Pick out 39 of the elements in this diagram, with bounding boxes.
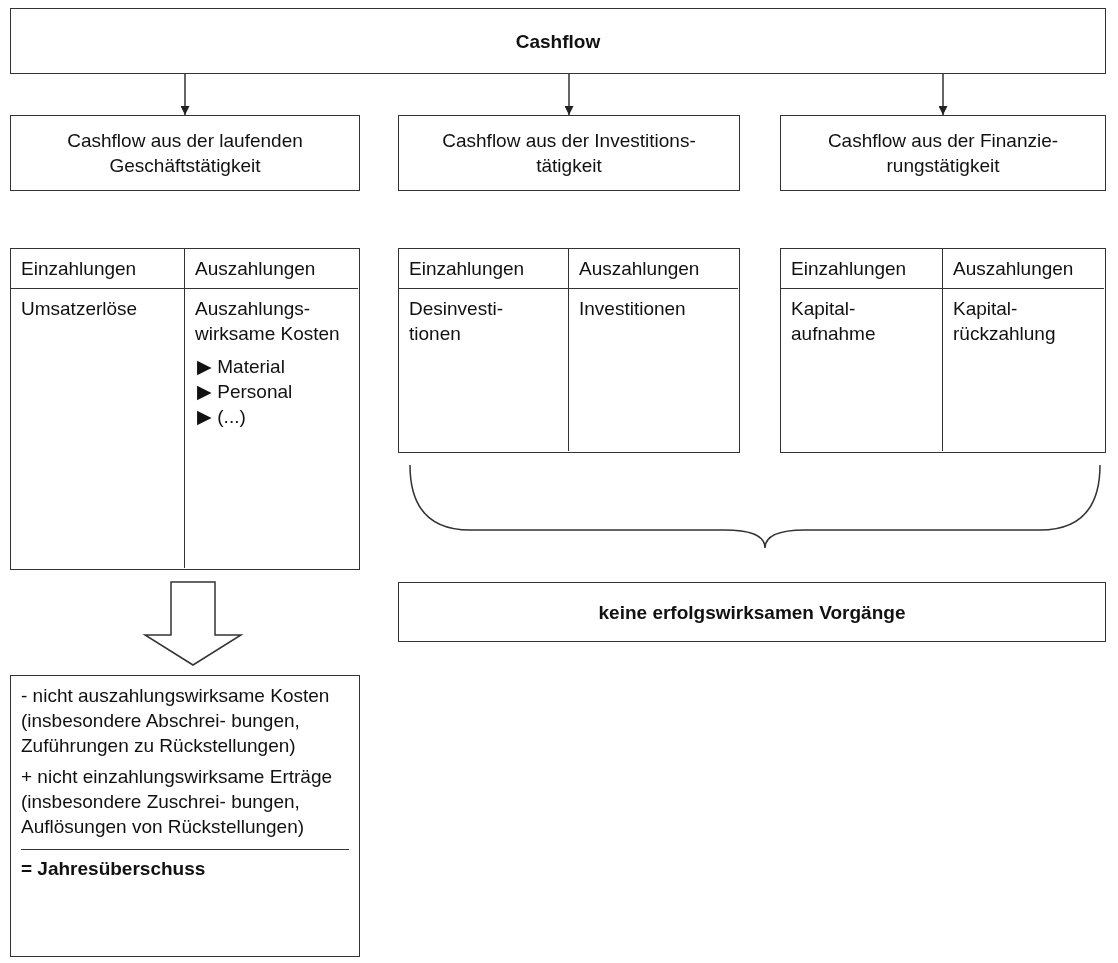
box-label: keine erfolgswirksamen Vorgänge <box>598 600 906 625</box>
category-box <box>780 115 1106 191</box>
box-label: Cashflow aus der laufenden Geschäftstätigkeit <box>66 129 304 178</box>
cell-text: Investitionen <box>579 297 687 321</box>
table-header-cell <box>781 249 943 289</box>
bullet-item: ▶ Personal <box>197 380 294 404</box>
bullet-item: ▶ Material <box>197 355 286 379</box>
cell-text: Umsatzerlöse <box>21 297 139 321</box>
arrow <box>564 73 574 116</box>
cell-text: Auszahlungs- wirksame Kosten <box>195 297 341 346</box>
cell-text: Kapital- aufnahme <box>791 297 877 346</box>
table-header-cell <box>399 249 569 289</box>
cash-table <box>780 248 1106 453</box>
header-text: Einzahlungen <box>21 257 138 281</box>
cash-table <box>398 248 740 453</box>
header-text: Einzahlungen <box>791 257 908 281</box>
category-box <box>398 115 740 191</box>
category-box <box>10 115 360 191</box>
cash-table <box>10 248 360 570</box>
block-arrow <box>142 581 244 666</box>
header-text: Auszahlungen <box>953 257 1075 281</box>
bullet-item: ▶ (...) <box>197 405 247 429</box>
arrow <box>938 73 948 116</box>
header-text: Einzahlungen <box>409 257 526 281</box>
header-text: Auszahlungen <box>195 257 317 281</box>
summary-box <box>10 675 360 957</box>
result-text: = Jahresüberschuss <box>21 857 207 881</box>
result-box <box>398 582 1106 642</box>
header-text: Auszahlungen <box>579 257 701 281</box>
table-header-cell <box>11 249 185 289</box>
cell-text: Desinvesti- tionen <box>409 297 504 346</box>
cell-text: Kapital- rückzahlung <box>953 297 1057 346</box>
box-label: Cashflow aus der Finanzie- rungstätigkeit <box>826 129 1060 178</box>
box-label: Cashflow aus der Investitions- tätigkeit <box>441 129 697 178</box>
summary-text: - nicht auszahlungswirksame Kosten (insbesondere Abschrei- bungen, Zuführungen zu Rückstellungen) <box>21 684 331 758</box>
summary-text: + nicht einzahlungswirksame Erträge (insbesondere Zuschrei- bungen, Auflösungen von Rückstellungen) <box>21 765 333 839</box>
title-box <box>10 8 1106 74</box>
arrow <box>180 73 190 116</box>
box-title: Cashflow <box>515 29 601 54</box>
